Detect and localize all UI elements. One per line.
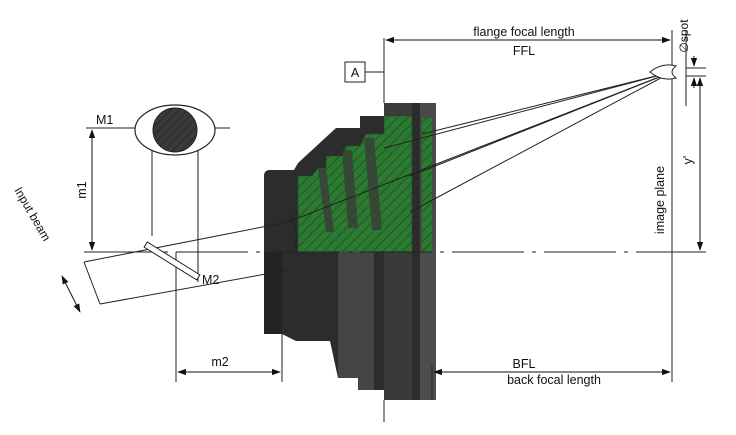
spot-label: ∅spot (677, 19, 691, 53)
reference-a-box (344, 61, 384, 83)
lens-housing-lower (264, 252, 436, 400)
mirror-m2 (143, 241, 201, 281)
image-plane-label: image plane (653, 166, 667, 234)
mirror-m1 (134, 104, 216, 156)
reference-a-label: A (351, 66, 360, 80)
m2-mirror-label: M2 (202, 273, 219, 287)
focal-spot (649, 64, 678, 80)
y-prime-label: y' (681, 156, 695, 165)
beam-rays (83, 71, 673, 305)
ffl-label-long: flange focal length (473, 25, 575, 39)
bfl-label: BFL (513, 357, 536, 371)
input-beam-arrow (61, 275, 81, 313)
m1-mirror-label: M1 (96, 113, 113, 127)
m2-distance-label: m2 (211, 355, 228, 369)
dimension-arrows (61, 36, 704, 376)
bfl-label-long: back focal length (507, 373, 601, 387)
m1-distance-label: m1 (75, 181, 89, 198)
lens-cross-section (297, 115, 432, 253)
ffl-label: FFL (513, 44, 535, 58)
input-beam-label: Input beam (11, 185, 53, 244)
